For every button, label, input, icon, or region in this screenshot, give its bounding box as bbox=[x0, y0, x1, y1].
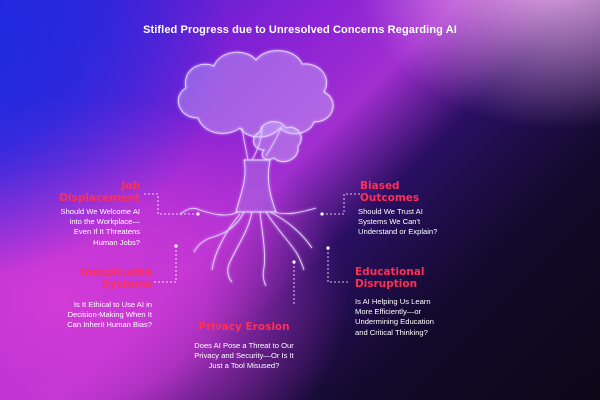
concern-inexplicable-systems: Inexplicable Systems Is It Ethical to Us… bbox=[44, 266, 152, 331]
concern-heading: Inexplicable Systems bbox=[44, 266, 152, 290]
concern-question: Should We Trust AI Systems We Can't Unde… bbox=[358, 207, 468, 238]
tree-trunk bbox=[236, 160, 276, 212]
tree-canopy bbox=[178, 51, 333, 162]
concern-question: Should We Welcome AI into the Workplace—… bbox=[36, 207, 140, 248]
concern-heading: Privacy Erosion bbox=[180, 321, 308, 333]
concern-job-displacement: Job Displacement Should We Welcome AI in… bbox=[36, 180, 140, 248]
concern-educational-disruption: Educational Disruption Is AI Helping Us … bbox=[355, 266, 467, 338]
tree-roots bbox=[180, 208, 316, 286]
concern-heading: Job Displacement bbox=[36, 180, 140, 204]
concern-heading: Educational Disruption bbox=[355, 266, 467, 290]
concern-heading: Biased Outcomes bbox=[358, 180, 468, 204]
concern-privacy-erosion: Privacy Erosion Does AI Pose a Threat to… bbox=[180, 321, 308, 372]
connector-dots bbox=[174, 212, 329, 263]
concern-question: Is AI Helping Us Learn More Efficiently—… bbox=[355, 297, 467, 338]
concern-question: Is It Ethical to Use AI in Decision-Maki… bbox=[44, 300, 152, 331]
concern-biased-outcomes: Biased Outcomes Should We Trust AI Syste… bbox=[358, 180, 468, 238]
concern-question: Does AI Pose a Threat to Our Privacy and… bbox=[180, 341, 308, 372]
